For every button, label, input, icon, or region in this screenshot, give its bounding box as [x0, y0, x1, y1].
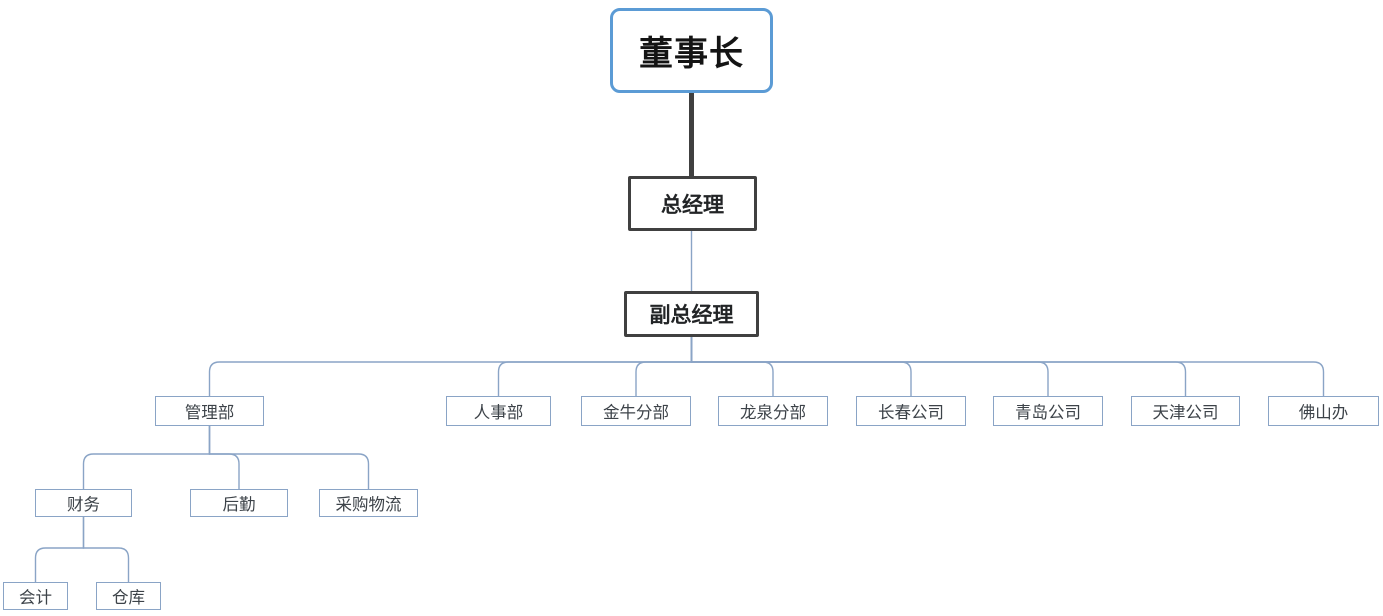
org-node-label: 财务: [67, 496, 100, 514]
org-node-label: 佛山办: [1298, 404, 1349, 422]
org-node-label: 董事长: [639, 35, 744, 73]
connector-edge: [635, 335, 693, 397]
org-node-changchun-company[interactable]: 长春公司: [856, 396, 966, 426]
org-node-label: 龙泉分部: [740, 404, 806, 422]
org-node-hr-dept[interactable]: 人事部: [446, 396, 551, 426]
connector-edge: [497, 335, 693, 397]
org-node-procurement-logistics[interactable]: 采购物流: [319, 489, 418, 517]
org-node-qingdao-company[interactable]: 青岛公司: [993, 396, 1103, 426]
org-node-label: 会计: [19, 589, 52, 607]
org-node-management-dept[interactable]: 管理部: [155, 396, 264, 426]
org-node-label: 人事部: [473, 404, 524, 422]
org-node-label: 副总经理: [649, 304, 734, 327]
org-node-accounting[interactable]: 会计: [3, 582, 68, 610]
org-node-label: 总经理: [661, 193, 724, 217]
connector-edge: [82, 515, 130, 582]
org-node-label: 采购物流: [335, 496, 402, 514]
connector-edge: [690, 335, 912, 397]
org-node-foshan-office[interactable]: 佛山办: [1268, 396, 1379, 426]
org-node-tianjin-company[interactable]: 天津公司: [1131, 396, 1240, 426]
connector-edge: [690, 335, 1049, 397]
connector-edge: [208, 335, 693, 397]
org-node-longquan-branch[interactable]: 龙泉分部: [718, 396, 828, 426]
connector-edge: [690, 335, 774, 397]
org-node-general-manager[interactable]: 总经理: [628, 176, 757, 231]
connector-edge: [208, 424, 240, 489]
org-node-logistics[interactable]: 后勤: [190, 489, 288, 517]
org-node-label: 长春公司: [878, 404, 944, 422]
connector-edge: [208, 424, 370, 489]
org-node-label: 仓库: [112, 589, 145, 607]
org-node-label: 青岛公司: [1015, 404, 1081, 422]
org-node-deputy-general-manager[interactable]: 副总经理: [624, 291, 759, 337]
connector-edge: [690, 335, 1325, 397]
connector-edge: [690, 335, 1187, 397]
connector-edge: [82, 424, 211, 489]
org-node-chairman[interactable]: 董事长: [610, 8, 773, 93]
org-node-label: 金牛分部: [603, 404, 669, 422]
org-node-finance[interactable]: 财务: [35, 489, 132, 517]
org-node-jinniu-branch[interactable]: 金牛分部: [581, 396, 691, 426]
org-node-warehouse[interactable]: 仓库: [96, 582, 161, 610]
org-node-label: 管理部: [184, 404, 235, 422]
connector-edge: [34, 515, 85, 582]
org-node-label: 后勤: [222, 496, 256, 514]
org-node-label: 天津公司: [1152, 404, 1219, 422]
